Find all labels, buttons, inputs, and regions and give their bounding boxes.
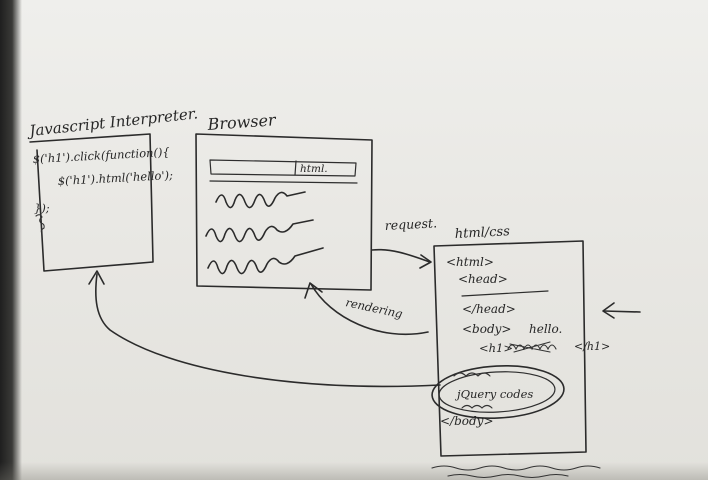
- request-arrowhead: [419, 254, 432, 269]
- html-css-panel: html/css <html> <head> </head> <body> he…: [431, 224, 610, 457]
- script-circle-inner: [438, 371, 556, 413]
- html-css-page-frame: [433, 240, 587, 457]
- body-open-tag: <body>: [462, 322, 511, 336]
- interpreter-title: Javascript Interpreter.: [26, 104, 199, 140]
- head-close-tag: </head>: [462, 302, 516, 316]
- browser-address-bar: [209, 159, 357, 177]
- page-text-line-2: [205, 219, 314, 243]
- jquery-codes-label: jQuery codes: [454, 387, 533, 401]
- browser-title: Browser: [206, 110, 278, 134]
- rendering-label: rendering: [344, 295, 403, 321]
- request-arrow: request.: [371, 215, 437, 269]
- hello-annotation: hello.: [529, 322, 562, 336]
- page-text-line-1: [215, 191, 306, 209]
- rendering-arrow-line: [310, 283, 429, 336]
- script-circle-outer: [431, 365, 565, 419]
- head-content-line: [461, 290, 549, 297]
- request-label: request.: [384, 215, 437, 233]
- interpreter-code-line-3: });: [34, 201, 50, 215]
- html-open-tag: <html>: [446, 255, 494, 269]
- script-open-scribble: [453, 372, 491, 377]
- rendering-arrowhead: [304, 282, 323, 299]
- body-close-tag: </body>: [440, 414, 494, 428]
- interpreter-code-line-1: $('h1').click(function(){: [32, 145, 170, 166]
- pointer-arrowhead: [602, 302, 615, 319]
- script-close-scribble: [461, 404, 493, 409]
- execute-arrowhead: [88, 270, 105, 285]
- h1-open-tag: <h1>: [479, 341, 513, 355]
- head-open-tag: <head>: [458, 272, 508, 286]
- browser-address-text: html.: [300, 163, 328, 175]
- browser-toolbar-line: [209, 180, 358, 184]
- scribbled-h1-content: [507, 341, 557, 353]
- request-arrow-line: [371, 248, 431, 263]
- desk-edge-left: [0, 0, 22, 480]
- bottom-wavy-stroke-2: [447, 473, 569, 479]
- interpreter-code-line-2: $('h1').html('hello');: [57, 168, 173, 188]
- page-text-line-3: [207, 247, 324, 275]
- browser-panel: Browser html.: [195, 110, 373, 291]
- h1-close-tag: </h1>: [574, 340, 610, 353]
- margin-scribble: [35, 214, 45, 235]
- pointer-arrow-line: [603, 310, 641, 313]
- execute-arrow: [88, 270, 441, 388]
- interpreter-panel: Javascript Interpreter. $('h1').click(fu…: [26, 104, 199, 272]
- bottom-wavy-stroke-1: [431, 465, 601, 471]
- address-divider: [294, 160, 297, 176]
- paper-shadow-bottom: [0, 462, 708, 480]
- browser-window-frame: [195, 133, 373, 291]
- execute-arrow-line: [94, 273, 441, 388]
- pointer-arrow-right: [602, 302, 641, 319]
- html-css-title: html/css: [454, 224, 510, 242]
